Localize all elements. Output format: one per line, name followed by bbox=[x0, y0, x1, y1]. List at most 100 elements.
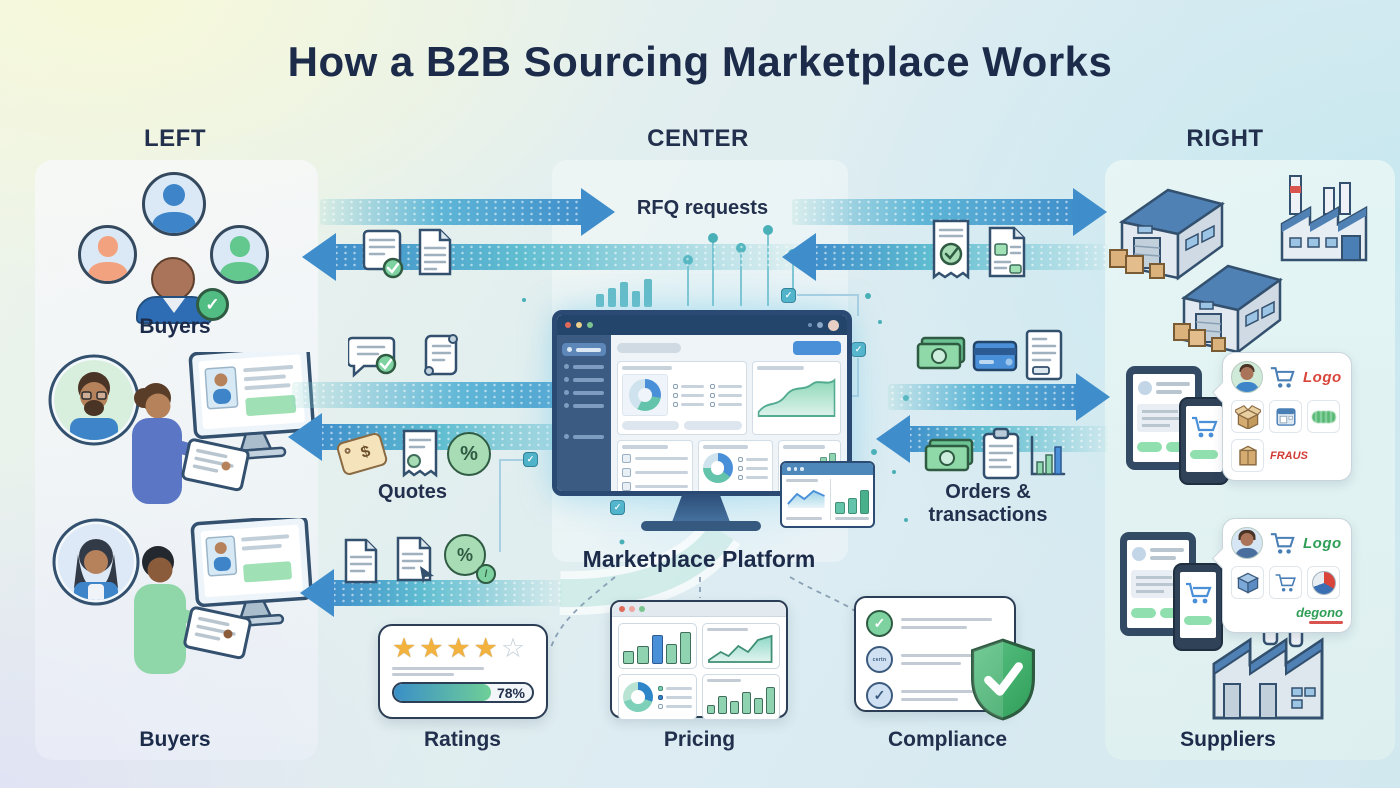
traffic-dot-yellow bbox=[576, 322, 582, 328]
column-header-center: CENTER bbox=[647, 125, 749, 152]
certification-stamp: certn bbox=[866, 646, 893, 673]
invoice-icon bbox=[1025, 329, 1063, 381]
buyer-center-head bbox=[151, 257, 195, 301]
buyer-person-tablet-2 bbox=[134, 546, 252, 674]
receipt-icon bbox=[402, 429, 438, 478]
buyer-avatar-orange bbox=[78, 225, 137, 284]
return-arrow-top-left bbox=[302, 233, 802, 281]
trend-area-chart bbox=[757, 378, 836, 417]
ratings-progress-fill bbox=[394, 684, 491, 701]
avatar-body bbox=[152, 212, 196, 233]
buyer-avatar-portrait bbox=[48, 354, 140, 446]
green-brand-mark bbox=[1307, 400, 1340, 433]
cart-icon-2 bbox=[1270, 532, 1295, 554]
supplier-devices-2 bbox=[1120, 532, 1223, 651]
chrome-dot bbox=[808, 323, 812, 327]
orders-label: Orders & transactions bbox=[928, 481, 1048, 526]
supplier-avatar-icon bbox=[1231, 361, 1263, 393]
cart-tile-icon bbox=[1269, 566, 1302, 599]
round-brand-logo bbox=[1307, 566, 1340, 599]
discount-badge-icon: % / bbox=[444, 534, 496, 584]
dashboard-card-donut bbox=[697, 440, 774, 491]
buyers-group-label: Buyers bbox=[139, 315, 211, 338]
note-check-icon bbox=[362, 229, 404, 279]
money-icon-2 bbox=[924, 438, 974, 472]
feedback-arrow-left bbox=[300, 569, 562, 617]
pricing-card bbox=[610, 600, 788, 720]
carton-box-icon bbox=[1231, 439, 1264, 472]
monitor-with-profile bbox=[188, 352, 315, 461]
platform-label: Marketplace Platform bbox=[582, 546, 816, 572]
pricing-area-panel bbox=[701, 623, 780, 669]
supplier-brand-text: FRAUS bbox=[1270, 449, 1308, 462]
buyers-bottom-label: Buyers bbox=[139, 728, 211, 751]
rfq-arrow-right bbox=[320, 188, 615, 236]
page-title: How a B2B Sourcing Marketplace Works bbox=[287, 38, 1113, 85]
node-check-square-2: ✓ bbox=[851, 342, 866, 357]
dashboard-title-placeholder bbox=[617, 343, 681, 353]
marketplace-dashboard-monitor bbox=[552, 310, 852, 496]
cube-icon bbox=[1231, 566, 1264, 599]
column-header-right: RIGHT bbox=[1186, 125, 1264, 152]
open-box-icon bbox=[1231, 400, 1264, 433]
supplier-logo-text-2: Logo bbox=[1303, 534, 1342, 552]
dashboard-card-overview bbox=[617, 361, 747, 435]
percent-glyph: % bbox=[460, 442, 478, 465]
node-check-square-3: ✓ bbox=[523, 452, 538, 467]
warehouse-2 bbox=[1173, 264, 1283, 355]
monitor-with-profile bbox=[190, 518, 313, 628]
money-icon bbox=[916, 336, 966, 370]
sidebar-item-active bbox=[562, 343, 606, 356]
dollar-glyph: $ bbox=[359, 443, 373, 462]
ratings-progress-text: 78% bbox=[496, 685, 525, 701]
credit-card-icon bbox=[972, 340, 1018, 372]
ratings-label: Ratings bbox=[423, 728, 501, 751]
quote-bubble-check-icon bbox=[348, 336, 397, 378]
brand-underline bbox=[1309, 621, 1343, 624]
review-doc-pointer-icon bbox=[396, 536, 434, 584]
warehouse-1 bbox=[1109, 188, 1225, 281]
buyer-avatar-green bbox=[210, 225, 269, 284]
storefront-window-icon bbox=[1269, 400, 1302, 433]
compliance-label: Compliance bbox=[887, 728, 1008, 751]
buyer-workstation-1 bbox=[48, 352, 315, 504]
order-form-icon bbox=[988, 226, 1026, 278]
buyer-avatar-portrait-2 bbox=[52, 518, 140, 606]
mini-window-titlebar bbox=[782, 463, 873, 475]
mini-bar-chart bbox=[835, 479, 870, 520]
analytics-mini-window bbox=[780, 461, 875, 528]
mini-badge: / bbox=[476, 564, 496, 584]
rfq-label: RFQ requests bbox=[636, 197, 769, 219]
compliance-card: ✓ certn ✓ bbox=[854, 596, 1035, 721]
dashboard-primary-button bbox=[793, 341, 841, 355]
dashboard-sidebar bbox=[557, 335, 611, 491]
supplier-avatar-icon-2 bbox=[1231, 527, 1263, 559]
scroll-icon bbox=[424, 334, 458, 376]
pricing-donut-panel bbox=[618, 674, 697, 720]
overview-donut-chart bbox=[629, 379, 661, 411]
traffic-dot-green bbox=[587, 322, 593, 328]
column-header-left: LEFT bbox=[144, 125, 206, 152]
buyer-person-tablet bbox=[132, 383, 250, 504]
factory-1 bbox=[1280, 175, 1368, 262]
feedback-doc-icon bbox=[344, 538, 378, 584]
avatar-head bbox=[162, 184, 186, 207]
pricing-label: Pricing bbox=[663, 728, 736, 751]
monitor-stand bbox=[672, 494, 730, 522]
supplier-storefront-bubble-2: Logo degono bbox=[1222, 518, 1352, 633]
supplier-buildings bbox=[1109, 175, 1368, 355]
dashboard-card-trend bbox=[751, 361, 841, 435]
node-check-square-1: ✓ bbox=[781, 288, 796, 303]
cart-icon bbox=[1270, 366, 1295, 388]
ratings-card: ★★★★☆ 78% bbox=[378, 624, 548, 719]
supplier-brand-text-2: degono bbox=[1296, 605, 1343, 620]
ratings-progress-bar: 78% bbox=[392, 682, 534, 703]
buyer-avatar-blue bbox=[142, 172, 206, 236]
collar bbox=[163, 298, 185, 313]
node-check-square-4: ✓ bbox=[610, 500, 625, 515]
pricing-bar-panel bbox=[618, 623, 697, 669]
tag-hole bbox=[343, 447, 352, 455]
buyer-workstation-2 bbox=[52, 518, 313, 674]
quotes-label: Quotes bbox=[378, 481, 447, 503]
